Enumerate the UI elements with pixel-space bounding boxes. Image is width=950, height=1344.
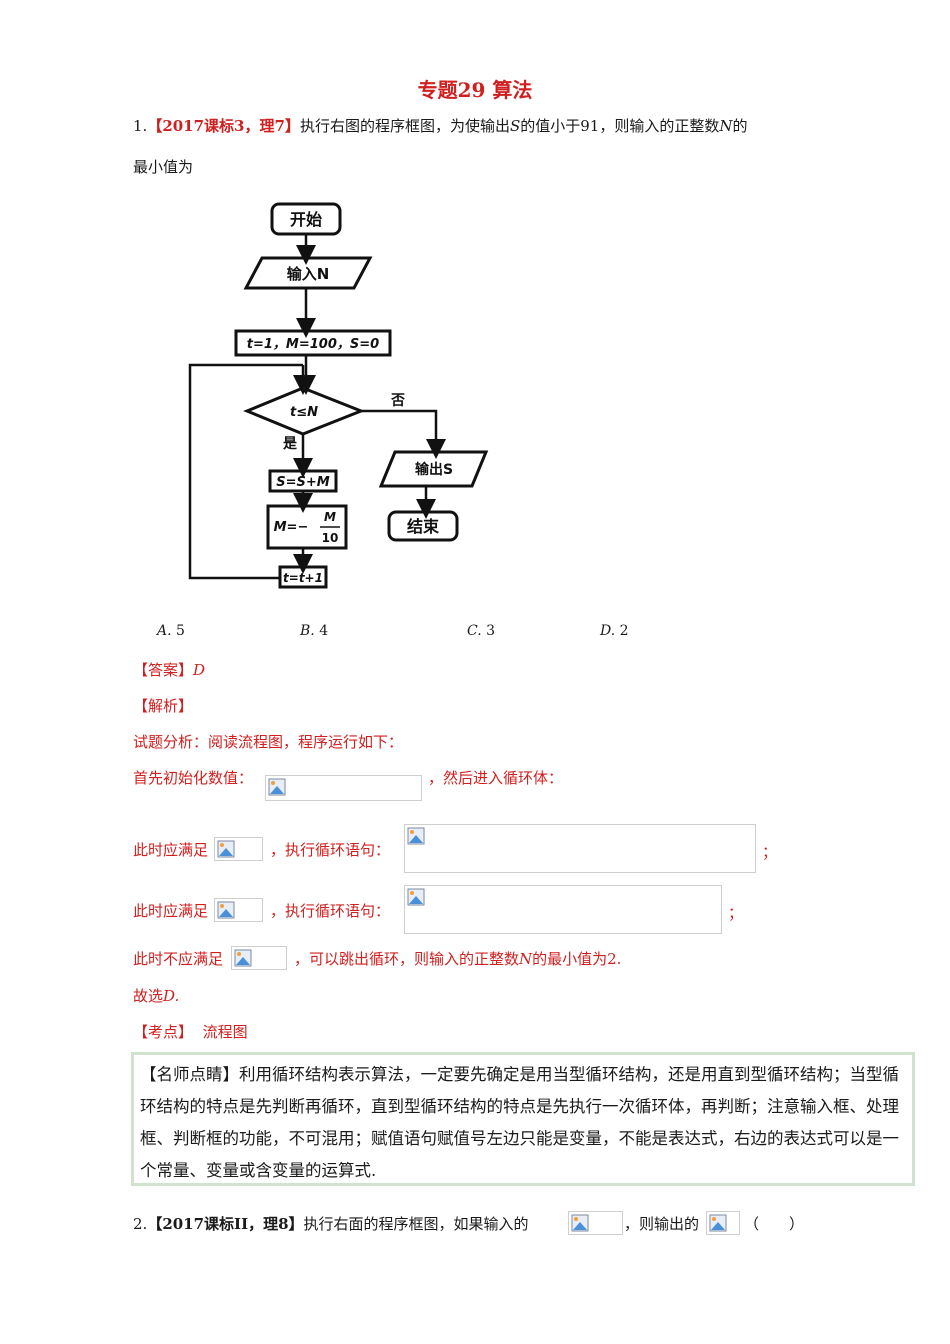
- analysis-text: ，可以跳出循环，则输入的正整数: [294, 950, 520, 968]
- flow-assign-m-left: M=−: [274, 520, 309, 535]
- option-letter: C.: [467, 623, 482, 639]
- option-c: C. 3: [467, 623, 495, 639]
- var-n: N: [719, 117, 733, 135]
- analysis-line-3c: ；: [762, 843, 778, 861]
- option-b: B. 4: [300, 623, 328, 639]
- option-letter: A.: [157, 623, 172, 639]
- analysis-text: 故选: [133, 987, 164, 1005]
- option-d: D. 2: [600, 623, 629, 639]
- question-2-stem: 2.【2017课标II，理8】执行右面的程序框图，如果输入的: [133, 1213, 529, 1234]
- question-1-stem-line2: 最小值为: [133, 158, 194, 176]
- var-s: S: [509, 117, 521, 135]
- option-value: 4: [319, 623, 329, 639]
- analysis-text: 此时不应满足: [133, 950, 224, 968]
- analysis-line-3b: ，执行循环语句：: [270, 841, 391, 859]
- formula-image-placeholder: [404, 885, 722, 934]
- tip-line-1: 【名师点睛】利用循环结构表示算法，一定要先确定是用当型循环结构，还是用直到型循环…: [140, 1061, 899, 1085]
- analysis-line-4b: ，执行循环语句：: [270, 902, 391, 920]
- flow-init-label: t=1，M=100，S=0: [247, 337, 379, 352]
- flowchart: 开始 输入N t=1，M=100，S=0 t≤N 否 是 S=S+M M=− M…: [188, 202, 489, 589]
- analysis-line-3: 此时应满足: [133, 841, 209, 859]
- tip-line-4: 个常量、变量或含变量的运算式.: [140, 1161, 377, 1180]
- flow-assign-m-denominator: 10: [322, 531, 339, 545]
- tip-line-3: 框、判断框的功能，不可混用；赋值语句赋值号左边只能是变量，不能是表达式，右边的表…: [140, 1129, 899, 1148]
- option-value: 3: [486, 623, 496, 639]
- analysis-label: 【解析】: [133, 697, 194, 715]
- analysis-text: 的最小值为2.: [532, 950, 622, 968]
- option-letter: D.: [600, 623, 616, 639]
- stem-text: 执行右面的程序框图，如果输入的: [303, 1215, 529, 1233]
- analysis-line-4: 此时应满足: [133, 902, 209, 920]
- flow-increment-label: t=t+1: [283, 571, 323, 585]
- flow-cond-label: t≤N: [290, 405, 318, 420]
- flow-no-label: 否: [390, 393, 405, 409]
- flow-assign-s-label: S=S+M: [276, 475, 330, 490]
- broken-image-icon: [234, 949, 252, 967]
- formula-image-placeholder: [568, 1211, 623, 1235]
- answer-line: 【答案】D: [133, 659, 205, 680]
- question-source: 【2017课标3，理7】: [147, 117, 300, 135]
- analysis-line-2b: ，然后进入循环体：: [428, 769, 564, 787]
- flow-assign-m-numerator: M: [324, 510, 336, 524]
- flow-yes-label: 是: [283, 436, 298, 452]
- broken-image-icon: [709, 1214, 727, 1232]
- question-2-paren: （ ）: [744, 1215, 805, 1233]
- stem-text: 的值小于91，则输入的正整数: [520, 117, 720, 135]
- formula-image-placeholder: [214, 898, 263, 922]
- question-number: 2.: [133, 1215, 148, 1233]
- answer-choice: D.: [163, 987, 180, 1005]
- analysis-line-6: 故选D.: [133, 985, 179, 1006]
- broken-image-icon: [217, 901, 235, 919]
- analysis-line-2: 首先初始化数值：: [133, 769, 254, 787]
- answer-value: D: [193, 661, 206, 679]
- key-point-value: 流程图: [202, 1023, 248, 1041]
- flow-output-label: 输出S: [415, 461, 453, 478]
- formula-image-placeholder: [265, 775, 422, 801]
- option-a: A. 5: [157, 623, 185, 639]
- formula-image-placeholder: [214, 837, 263, 861]
- option-letter: B.: [300, 623, 315, 639]
- formula-image-placeholder: [706, 1211, 740, 1235]
- key-point-label: 【考点】: [133, 1023, 194, 1041]
- flow-input-label: 输入N: [287, 265, 330, 283]
- input-parallelogram: [243, 256, 373, 290]
- question-2-stem-b: ，则输出的: [624, 1215, 700, 1233]
- stem-text: 执行右图的程序框图，为使输出: [299, 117, 510, 135]
- key-point-line: 【考点】 流程图: [133, 1021, 248, 1042]
- page-title: 专题29 算法: [417, 78, 533, 102]
- question-1-stem: 1.【2017课标3，理7】执行右图的程序框图，为使输出S的值小于91，则输入的…: [133, 115, 747, 136]
- analysis-line-5: 此时不应满足: [133, 948, 223, 969]
- formula-image-placeholder: [231, 946, 287, 970]
- analysis-line-5b: ，可以跳出循环，则输入的正整数N的最小值为2.: [294, 948, 621, 969]
- teacher-tip-box: 【名师点睛】利用循环结构表示算法，一定要先确定是用当型循环结构，还是用直到型循环…: [131, 1052, 915, 1186]
- option-value: 5: [176, 623, 185, 639]
- tip-label: 【名师点睛】: [140, 1065, 239, 1084]
- output-parallelogram: [378, 450, 489, 488]
- analysis-line-1: 试题分析：阅读流程图，程序运行如下：: [133, 733, 404, 751]
- option-value: 2: [619, 623, 629, 639]
- answer-label: 【答案】: [133, 661, 194, 679]
- tip-line-2: 环结构的特点是先判断再循环，直到型循环结构的特点是先执行一次循环体，再判断；注意…: [140, 1097, 899, 1116]
- question-number: 1.: [133, 117, 148, 135]
- flow-end-label: 结束: [406, 517, 440, 536]
- tip-text: 利用循环结构表示算法，一定要先确定是用当型循环结构，还是用直到型循环结构；当型循: [239, 1065, 899, 1084]
- broken-image-icon: [217, 840, 235, 858]
- broken-image-icon: [407, 888, 425, 906]
- broken-image-icon: [268, 778, 286, 796]
- flow-start-label: 开始: [290, 210, 322, 229]
- question-source: 【2017课标II，理8】: [147, 1215, 304, 1233]
- stem-text: 的: [732, 117, 748, 135]
- formula-image-placeholder: [404, 824, 756, 873]
- broken-image-icon: [407, 827, 425, 845]
- analysis-line-4c: ；: [728, 904, 744, 922]
- var-n: N: [519, 950, 533, 968]
- broken-image-icon: [571, 1214, 589, 1232]
